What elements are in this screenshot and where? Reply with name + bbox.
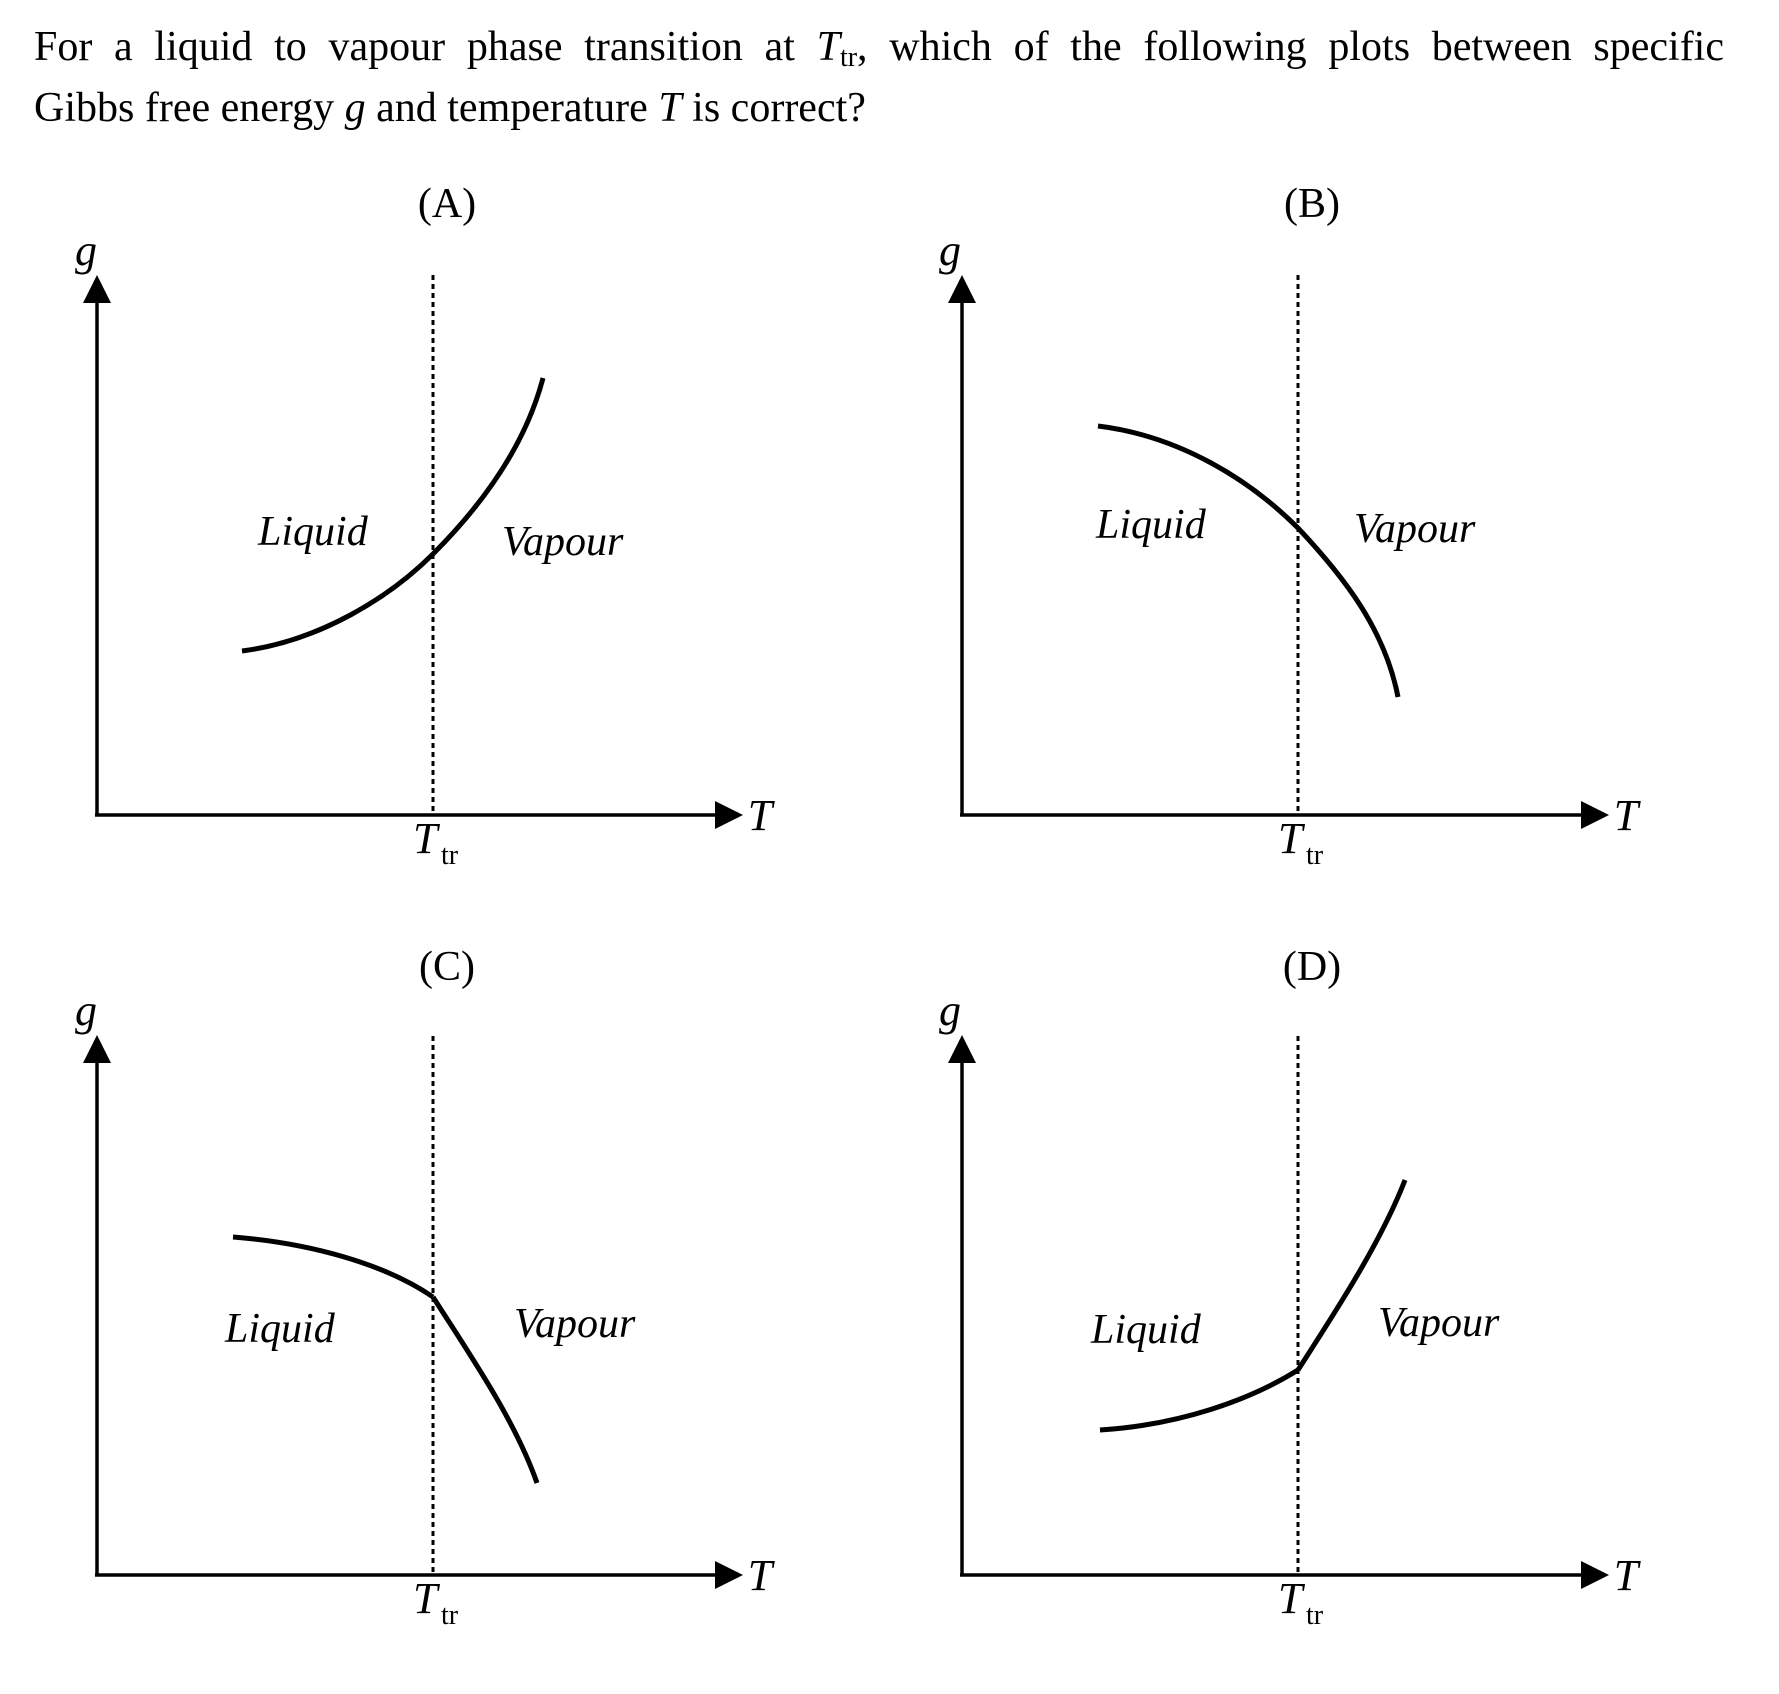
- question-ttr-symbol: T: [816, 24, 840, 70]
- question-part-1: For a liquid to vapour phase transition …: [34, 24, 817, 70]
- panel-d-label: (D): [1283, 944, 1341, 990]
- question-part-3: Gibbs free energy: [34, 85, 345, 131]
- question-line-2: Gibbs free energy g and temperature T is…: [34, 83, 1724, 133]
- panel-b-label: (B): [1284, 181, 1340, 227]
- panel-d-t-axis-label: T: [1614, 1551, 1642, 1600]
- question-t-symbol: T: [658, 85, 682, 131]
- panel-b-liquid-label: Liquid: [1095, 502, 1207, 548]
- panel-c-t-axis-label: T: [748, 1551, 776, 1600]
- question-ttr-subscript: tr: [839, 42, 858, 73]
- question-text: For a liquid to vapour phase transition …: [34, 22, 1724, 133]
- panel-d-g-axis-label: g: [939, 986, 961, 1035]
- panel-a-g-curve: [241, 377, 546, 654]
- question-g-symbol: g: [344, 85, 366, 131]
- panel-a-liquid-label: Liquid: [257, 509, 369, 555]
- panel-b-vapour-label: Vapour: [1354, 506, 1476, 552]
- panel-c-liquid-curve: [232, 1234, 435, 1300]
- panel-a-t-axis-label: T: [748, 791, 776, 840]
- panel-c-g-axis-label: g: [75, 986, 97, 1035]
- panel-d-liquid-curve: [1099, 1367, 1300, 1433]
- question-part-5: is correct?: [681, 85, 866, 131]
- panel-a-vapour-label: Vapour: [502, 519, 624, 565]
- panel-c-vapour-label: Vapour: [514, 1301, 636, 1347]
- panel-b-g-curve: [1097, 423, 1401, 698]
- question-part-4: and temperature: [365, 85, 659, 131]
- panel-c-liquid-label: Liquid: [224, 1306, 336, 1352]
- panel-d-liquid-label: Liquid: [1090, 1307, 1202, 1353]
- panel-a-g-axis-label: g: [75, 226, 97, 275]
- panel-c-label: (C): [419, 944, 475, 990]
- panel-c-vapour-curve: [430, 1295, 540, 1484]
- panel-a-label: (A): [418, 181, 476, 227]
- panel-b-t-axis-label: T: [1614, 791, 1642, 840]
- question-part-2: , which of the following plots between s…: [857, 24, 1724, 70]
- panel-b-g-axis-label: g: [939, 226, 961, 275]
- panel-d-vapour-label: Vapour: [1378, 1300, 1500, 1346]
- question-line-1: For a liquid to vapour phase transition …: [34, 22, 1724, 83]
- panel-d-vapour-curve: [1295, 1179, 1408, 1372]
